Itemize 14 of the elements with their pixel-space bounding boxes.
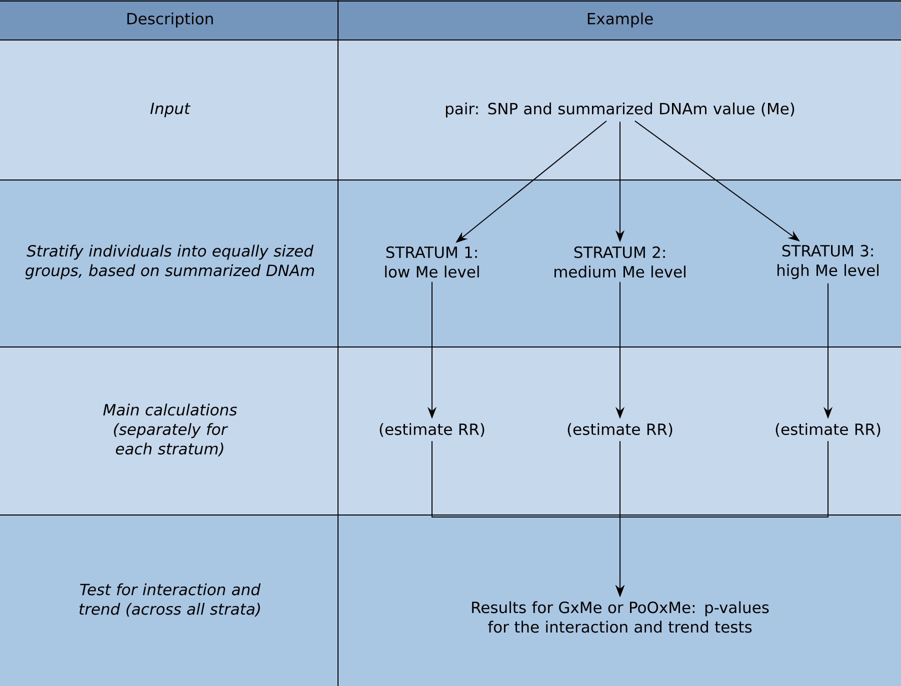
column-header: Description <box>127 12 213 28</box>
row-description: Input <box>150 102 191 118</box>
row-description: Main calculations (separately for each stratum) <box>103 404 237 456</box>
row-description: Stratify individuals into equally sized groups, based on summarized DNAm <box>25 244 314 280</box>
row-description: Test for interaction and trend (across all strata) <box>80 583 261 617</box>
step-text: STRATUM 1: low Me level <box>385 246 479 278</box>
step-text: (estimate RR) <box>380 423 484 437</box>
step-text: Results for GxMe or PoOxMe: p-values for the interaction and trend tests <box>472 601 769 633</box>
step-text: STRATUM 2: medium Me level <box>554 246 686 278</box>
step-text: STRATUM 3: high Me level <box>777 244 878 280</box>
step-text: (estimate RR) <box>776 423 880 437</box>
step-text: (estimate RR) <box>568 423 672 437</box>
step-text: pair: SNP and summarized DNAm value (Me) <box>446 102 794 118</box>
column-header: Example <box>588 12 653 28</box>
